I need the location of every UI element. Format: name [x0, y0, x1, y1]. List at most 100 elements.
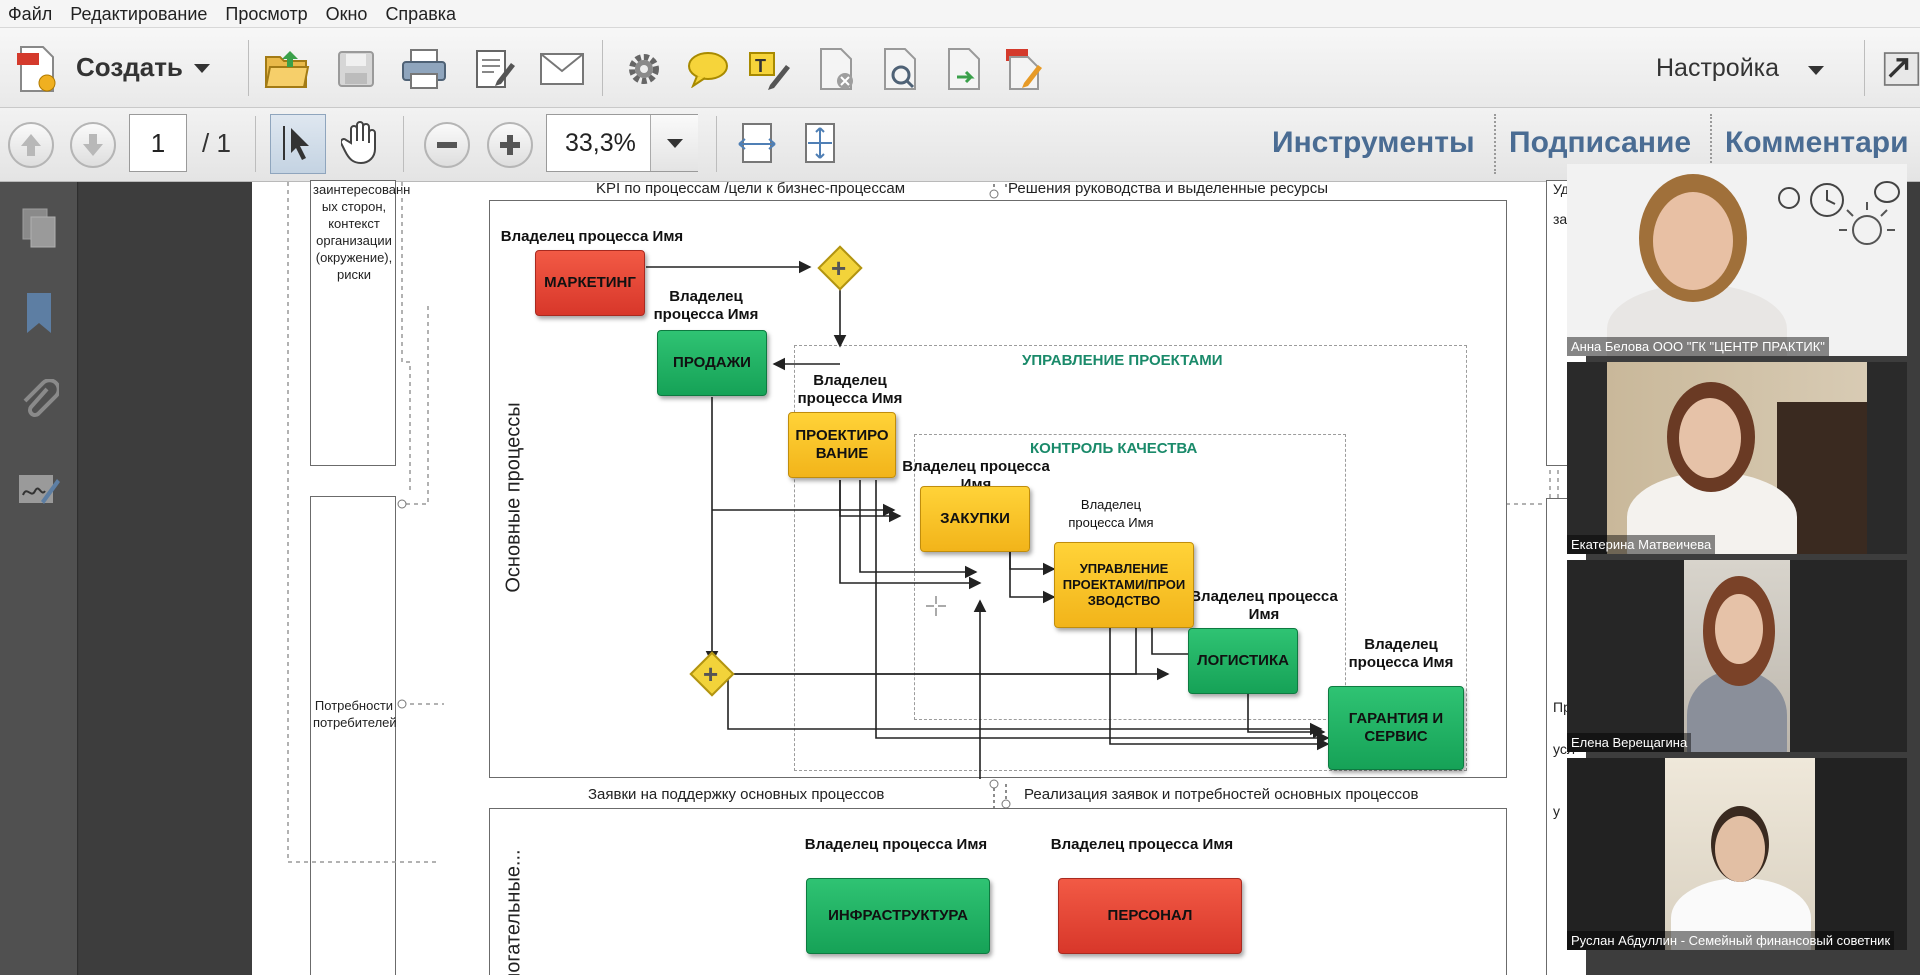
video-tile-3[interactable]: Елена Верещагина [1567, 560, 1907, 752]
right-text-5: у [1553, 803, 1560, 819]
owner-infrastructure: Владелец процесса Имя [804, 836, 988, 853]
participant-name-3: Елена Верещагина [1567, 733, 1692, 752]
owner-sales: Владелец процесса Имя [653, 288, 759, 323]
auxiliary-processes-label: омогательные... [502, 849, 525, 975]
participant-name-1: Анна Белова ООО "ГК "ЦЕНТР ПРАКТИК" [1567, 337, 1829, 356]
expand-icon[interactable] [1878, 44, 1920, 94]
gear-icon[interactable] [619, 44, 669, 94]
process-project-management: УПРАВЛЕНИЕ ПРОЕКТАМИ/ПРОИ ЗВОДСТВО [1054, 542, 1194, 628]
zoom-dropdown-button[interactable] [650, 115, 698, 171]
create-dropdown-icon[interactable] [194, 64, 210, 73]
delete-page-icon[interactable] [812, 44, 862, 94]
fit-page-icon[interactable] [795, 118, 845, 168]
previous-page-button[interactable] [8, 122, 54, 168]
flow-arrows [646, 260, 1330, 779]
requests-text: Заявки на поддержку основных процессов [588, 786, 885, 803]
zoom-value[interactable]: 33,3% [565, 129, 636, 157]
page-number-input[interactable]: 1 [129, 114, 187, 172]
tab-divider [1494, 114, 1496, 174]
video-tile-1[interactable]: Анна Белова ООО "ГК "ЦЕНТР ПРАКТИК" [1567, 164, 1907, 356]
participant-body [1671, 878, 1811, 950]
right-text-3: Пр [1553, 699, 1571, 715]
participant-face [1653, 192, 1733, 290]
projects-group-title: УПРАВЛЕНИЕ ПРОЕКТАМИ [1022, 352, 1223, 369]
customize-dropdown-icon[interactable] [1808, 66, 1824, 75]
right-text-1: Уд [1553, 181, 1569, 197]
quality-group [914, 434, 1346, 720]
pages-icon[interactable] [14, 204, 64, 254]
next-page-button[interactable] [70, 122, 116, 168]
pdf-page: заинтересованн ых сторон, контекст орган… [252, 180, 1586, 975]
tab-tools[interactable]: Инструменты [1272, 126, 1475, 159]
toolbar-divider [255, 116, 256, 172]
main-toolbar: Создать T [0, 28, 1920, 108]
owner-warranty: Владелец процесса Имя [1348, 636, 1454, 671]
zoom-in-button[interactable] [487, 122, 533, 168]
fit-width-icon[interactable] [732, 118, 782, 168]
navigation-pane [0, 182, 78, 975]
signature-icon[interactable] [14, 464, 64, 514]
customize-button[interactable]: Настройка [1656, 54, 1780, 82]
zoom-out-button[interactable] [424, 122, 470, 168]
participant-name-4: Руслан Абдуллин - Семейный финансовый со… [1567, 931, 1895, 950]
create-button[interactable]: Создать [76, 52, 183, 82]
toolbar-divider [1864, 40, 1865, 96]
menu-window[interactable]: Окно [325, 3, 368, 24]
process-marketing: МАРКЕТИНГ [535, 250, 645, 316]
owner-personnel: Владелец процесса Имя [1050, 836, 1234, 853]
video-tile-2[interactable]: Екатерина Матвеичева [1567, 362, 1907, 554]
whiteboard-doodle [1778, 181, 1900, 245]
cursor-arrow-icon [283, 126, 309, 160]
participant-name-2: Екатерина Матвеичева [1567, 535, 1716, 554]
attachment-icon[interactable] [14, 376, 64, 426]
tab-comments[interactable]: Комментари [1725, 126, 1909, 159]
toolbar-divider [403, 116, 404, 172]
menu-file[interactable]: Файл [8, 3, 53, 24]
consumer-needs-text: Потребности потребителей [313, 698, 397, 730]
participant-face [1715, 816, 1765, 882]
auxiliary-label-wrap: омогательные... [494, 849, 534, 975]
process-purchase: ЗАКУПКИ [920, 486, 1030, 552]
process-sales: ПРОДАЖИ [657, 330, 767, 396]
process-personnel: ПЕРСОНАЛ [1058, 878, 1242, 954]
video-tile-4[interactable]: Руслан Абдуллин - Семейный финансовый со… [1567, 758, 1907, 950]
menu-view[interactable]: Просмотр [225, 3, 308, 24]
search-page-icon[interactable] [876, 44, 926, 94]
gateway-plus-icon: + [703, 659, 719, 689]
participant-face [1715, 594, 1763, 664]
email-icon[interactable] [537, 44, 587, 94]
projects-group [794, 345, 1467, 771]
crosshair-cursor-icon [926, 596, 946, 616]
toolbar-divider [248, 40, 249, 96]
tab-signing[interactable]: Подписание [1509, 126, 1692, 159]
realization-text: Реализация заявок и потребностей основны… [1024, 786, 1419, 803]
decisions-text: Решения руководства и выделенные ресурсы [1008, 180, 1328, 197]
menu-bar: Файл Редактирование Просмотр Окно Справк… [0, 0, 1920, 28]
owner-pm: Владелец процесса Имя [1068, 497, 1154, 530]
auxiliary-processes-box [489, 808, 1507, 975]
select-tool-button[interactable] [270, 114, 326, 174]
print-icon[interactable] [399, 44, 449, 94]
menu-help[interactable]: Справка [385, 3, 457, 24]
comment-icon[interactable] [683, 44, 733, 94]
connector-lines [287, 182, 1562, 975]
process-design: ПРОЕКТИРО ВАНИЕ [788, 412, 896, 478]
create-pdf-icon[interactable] [12, 44, 62, 94]
export-page-icon[interactable] [940, 44, 990, 94]
toolbar-divider [602, 40, 603, 96]
save-icon[interactable] [331, 44, 381, 94]
participant-face [1679, 398, 1741, 478]
edit-pdf-icon[interactable] [1000, 44, 1050, 94]
consumer-needs-box: Потребности потребителей [310, 496, 397, 975]
zoom-field[interactable]: 33,3% [546, 114, 698, 172]
toolbar-divider [716, 116, 717, 172]
owner-logistics: Владелец процесса Имя [1190, 588, 1338, 623]
menu-edit[interactable]: Редактирование [70, 3, 208, 24]
open-folder-icon[interactable] [262, 44, 312, 94]
text-tool-icon[interactable]: T [745, 44, 795, 94]
bookmark-icon[interactable] [14, 288, 64, 338]
quality-group-title: КОНТРОЛЬ КАЧЕСТВА [1030, 440, 1198, 457]
edit-document-icon[interactable] [470, 44, 520, 94]
process-logistics: ЛОГИСТИКА [1188, 628, 1298, 694]
hand-tool-icon[interactable] [335, 118, 385, 168]
